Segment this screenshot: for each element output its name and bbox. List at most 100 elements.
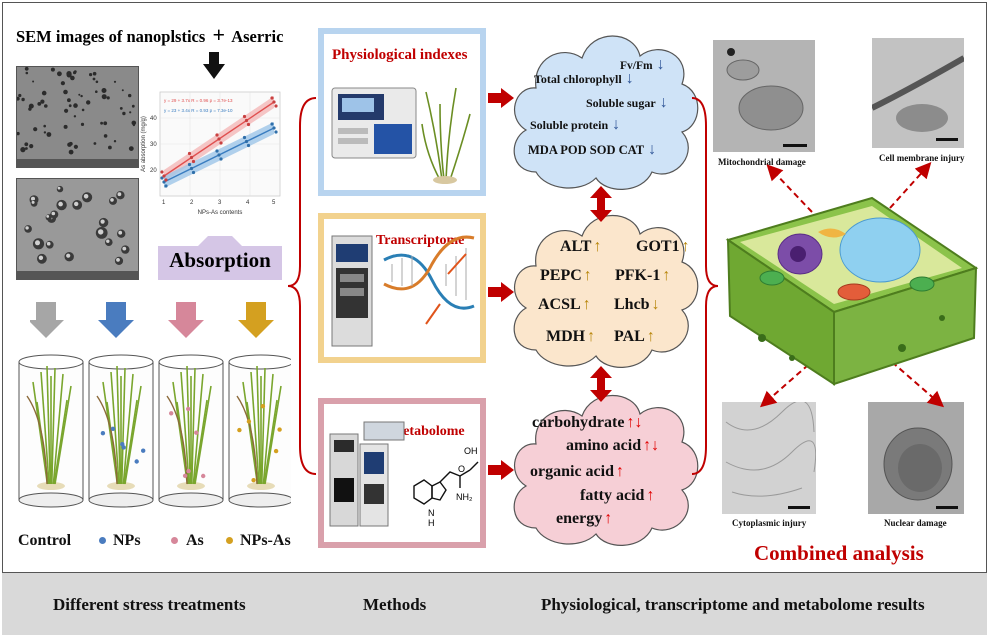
cylinder (18, 354, 84, 508)
footer-results: Physiological, transcriptome and metabol… (541, 595, 925, 614)
gene-lhcb: Lhcb↓ (614, 296, 660, 313)
legend-dot-as (171, 537, 178, 544)
double-arrow-bottom-icon (590, 366, 612, 402)
sem-image-sparse (16, 66, 139, 168)
metab-organic-acid: organic acid↑ (530, 463, 624, 480)
xtick-4: 4 (246, 200, 250, 206)
soluble-sugar-label: Soluble sugar ↓ (586, 94, 668, 111)
membrane-caption: Cell membrane injury (879, 153, 965, 163)
chart-xlabel: NPs-As contents (198, 210, 243, 216)
down-arrow-icon: ↓ (652, 56, 665, 73)
cylinder (88, 354, 154, 508)
mito-caption: Mitochondrial damage (718, 157, 806, 167)
transcriptome-title: Transcriptome (376, 233, 465, 248)
arsenic-label: Aserric (231, 27, 284, 46)
gene-pepc: PEPC↑ (540, 267, 592, 284)
up-arrow-icon: ↑ (587, 328, 596, 345)
footer-methods: Methods (363, 595, 427, 614)
chart-ylabel: As absorption (mg/g) (141, 116, 147, 172)
up-arrow-icon: ↑ (604, 510, 613, 527)
footer-bar (2, 572, 987, 635)
sem-header: SEM images of nanoplstics + Aserric (16, 22, 283, 48)
xtick-2: 2 (190, 200, 194, 206)
total-chlorophyll-label: Total chlorophyll ↓ (534, 70, 634, 87)
gene-alt: ALT↑ (560, 238, 602, 255)
gene-acsl: ACSL↑ (538, 296, 591, 313)
legend-dot-nps (99, 537, 106, 544)
soluble-protein-label: Soluble protein ↓ (530, 116, 621, 133)
black-down-arrow-icon (203, 52, 225, 79)
down-arrow-icon: ↓ (621, 70, 634, 87)
ytick-30: 30 (150, 142, 157, 148)
gene-got1: GOT1↑ (636, 238, 690, 255)
left-brace (287, 97, 317, 475)
absorption-regression-chart: y = 29 + 3.7x R = 0.96 p = 3.7e-13 y = 2… (141, 91, 281, 216)
lcms-illustration: OH O NH₂ N H (329, 421, 479, 528)
metabolome-results-cloud (513, 394, 699, 546)
treatment-arrow-icon (238, 302, 274, 338)
treatment-cylinders (18, 354, 291, 508)
double-arrow-top-icon (590, 186, 612, 222)
chem-nh2: NH₂ (456, 492, 473, 502)
up-arrow-icon: ↑ (582, 296, 591, 313)
spectrophotometer-illustration (331, 87, 471, 184)
down-arrow-icon: ↓ (651, 296, 660, 313)
red-arrow-transcriptome-icon (488, 282, 514, 302)
cyto-caption: Cytoplasmic injury (732, 518, 807, 528)
up-arrow-icon: ↑ (662, 267, 671, 284)
gene-pfk1: PFK-1↑ (615, 267, 671, 284)
regression-eq-red: y = 29 + 3.7x R = 0.96 p = 3.7e-13 (164, 98, 233, 103)
red-arrow-metabolome-icon (488, 460, 514, 480)
mitochondrial-tem-image (713, 40, 815, 152)
gene-mdh: MDH↑ (546, 328, 596, 345)
legend-as: As (186, 532, 204, 549)
xtick-5: 5 (272, 200, 276, 206)
nuclear-caption: Nuclear damage (884, 518, 947, 528)
treatment-arrows (30, 302, 274, 338)
up-arrow-icon: ↑ (616, 463, 624, 480)
cylinder (228, 354, 291, 508)
absorption-banner (158, 236, 282, 280)
membrane-tem-image (872, 38, 964, 148)
legend-dot-nps-as (226, 537, 233, 544)
chem-n: N (428, 508, 435, 518)
metab-energy: energy↑ (556, 510, 613, 527)
up-arrow-icon: ↑ (646, 487, 655, 504)
chem-h: H (428, 518, 435, 528)
absorption-label: Absorption (169, 248, 271, 272)
gene-pal: PAL↑ (614, 328, 655, 345)
updown-arrow-icon: ↑↓ (626, 414, 643, 431)
plant-cell-illustration (725, 196, 979, 386)
regression-eq-blue: y = 23 + 3.4x R = 0.93 p = 7.3e-10 (164, 108, 233, 113)
sem-image-aggregated (16, 178, 139, 280)
right-brace (691, 97, 719, 475)
updown-arrow-icon: ↑↓ (643, 437, 660, 454)
metab-amino-acid: amino acid↑↓ (566, 437, 660, 454)
up-arrow-icon: ↑ (646, 328, 655, 345)
xtick-1: 1 (162, 200, 166, 206)
up-arrow-icon: ↑ (681, 238, 690, 255)
sem-title: SEM images of nanoplstics (16, 27, 206, 46)
chem-oh: OH (464, 446, 478, 456)
nuclear-tem-image (868, 402, 964, 514)
metab-carbohydrate: carbohydrate↑↓ (532, 414, 643, 431)
down-arrow-icon: ↓ (655, 94, 668, 111)
footer-treatments: Different stress treatments (53, 595, 246, 614)
treatment-arrow-icon (98, 302, 134, 338)
treatment-arrow-icon (30, 302, 64, 338)
chem-o: O (458, 464, 465, 474)
fvfm-label: Fv/Fm ↓ (620, 56, 665, 73)
legend-nps: NPs (113, 532, 141, 549)
red-arrow-physio-icon (488, 88, 514, 108)
cytoplasmic-tem-image (722, 402, 816, 514)
transcriptome-results-cloud (513, 214, 699, 368)
sequencer-illustration (331, 235, 475, 347)
legend-control: Control (18, 532, 72, 549)
down-arrow-icon: ↓ (608, 116, 621, 133)
cylinder (158, 354, 224, 508)
up-arrow-icon: ↑ (583, 267, 592, 284)
physio-results-cloud (513, 35, 699, 190)
treatment-arrow-icon (168, 302, 204, 338)
down-arrow-icon: ↓ (644, 141, 657, 158)
